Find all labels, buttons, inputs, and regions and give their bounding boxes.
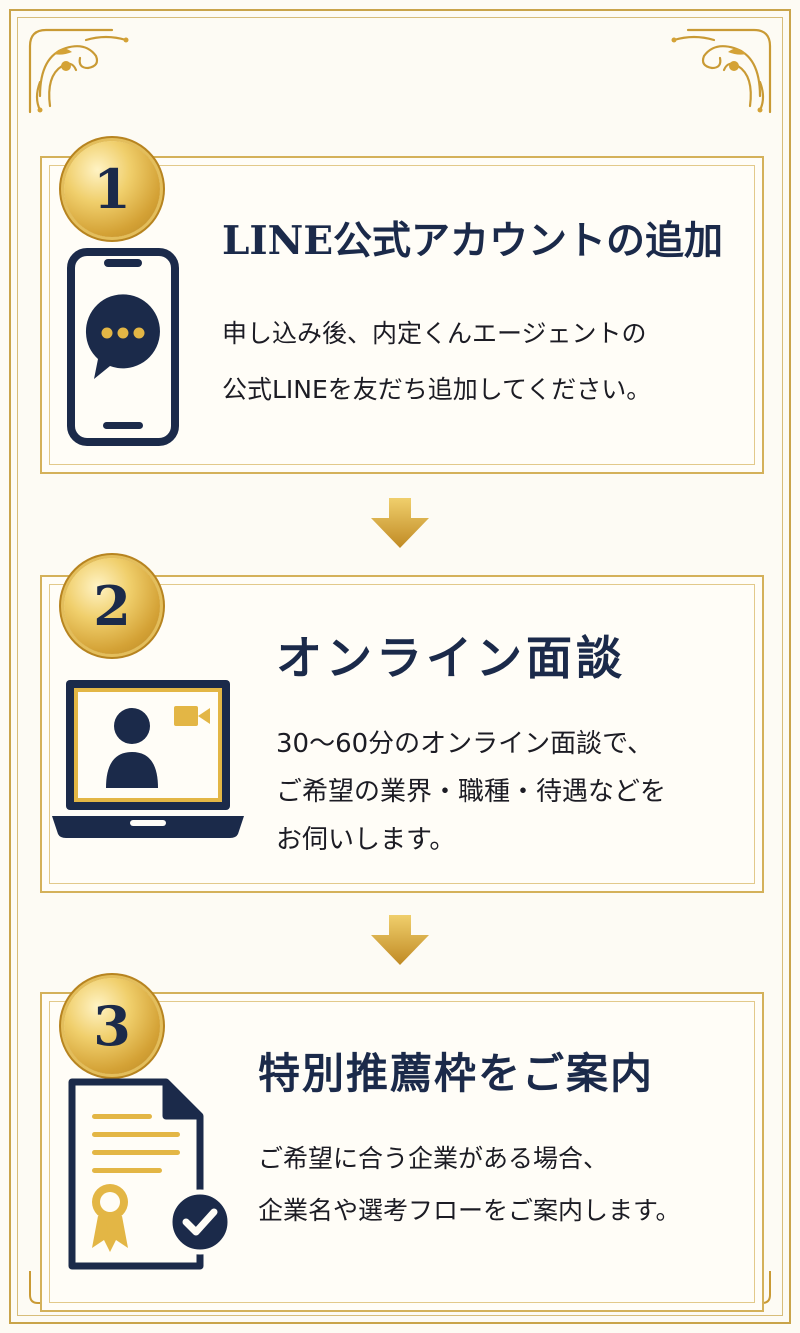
description-line: ご希望の業界・職種・待遇などを: [276, 777, 667, 807]
step-description: 30〜60分のオンライン面談で、 ご希望の業界・職種・待遇などを お伺いします。: [276, 720, 666, 864]
description-line: お伺いします。: [276, 825, 456, 855]
down-arrow-icon: [371, 915, 429, 965]
step-number-badge-1: 1: [64, 141, 160, 237]
inner-frame: [17, 17, 783, 1316]
step-number: 1: [93, 157, 131, 221]
step-title: 特別推薦枠をご案内: [258, 1049, 655, 1098]
step-card-1: [40, 156, 764, 474]
step-number: 2: [93, 574, 131, 638]
laptop-video-call-icon: [52, 680, 244, 838]
description-line: 申し込み後、内定くんエージェントの: [222, 319, 647, 348]
corner-ornament-icon: [671, 28, 772, 114]
description-line: 企業名や選考フローをご案内します。: [258, 1196, 681, 1225]
description-line: 公式LINEを友だち追加してください。: [222, 375, 652, 404]
smartphone-chat-icon: [67, 248, 179, 446]
step-title: LINE公式アカウントの追加: [222, 218, 724, 264]
step-title: オンライン面談: [276, 631, 626, 685]
step-description: 申し込み後、内定くんエージェントの 公式LINEを友だち追加してください。: [222, 306, 651, 418]
description-line: ご希望に合う企業がある場合、: [258, 1144, 609, 1173]
down-arrow-icon: [371, 498, 429, 548]
step-number-badge-2: 2: [64, 558, 160, 654]
step-description: ご希望に合う企業がある場合、 企業名や選考フローをご案内します。: [258, 1133, 681, 1237]
description-line: 30〜60分のオンライン面談で、: [276, 729, 654, 759]
step-number: 3: [93, 994, 131, 1058]
corner-ornament-icon: [28, 28, 129, 114]
outer-frame: [9, 9, 791, 1324]
step-number-badge-3: 3: [64, 978, 160, 1074]
certificate-check-icon: [68, 1078, 233, 1270]
